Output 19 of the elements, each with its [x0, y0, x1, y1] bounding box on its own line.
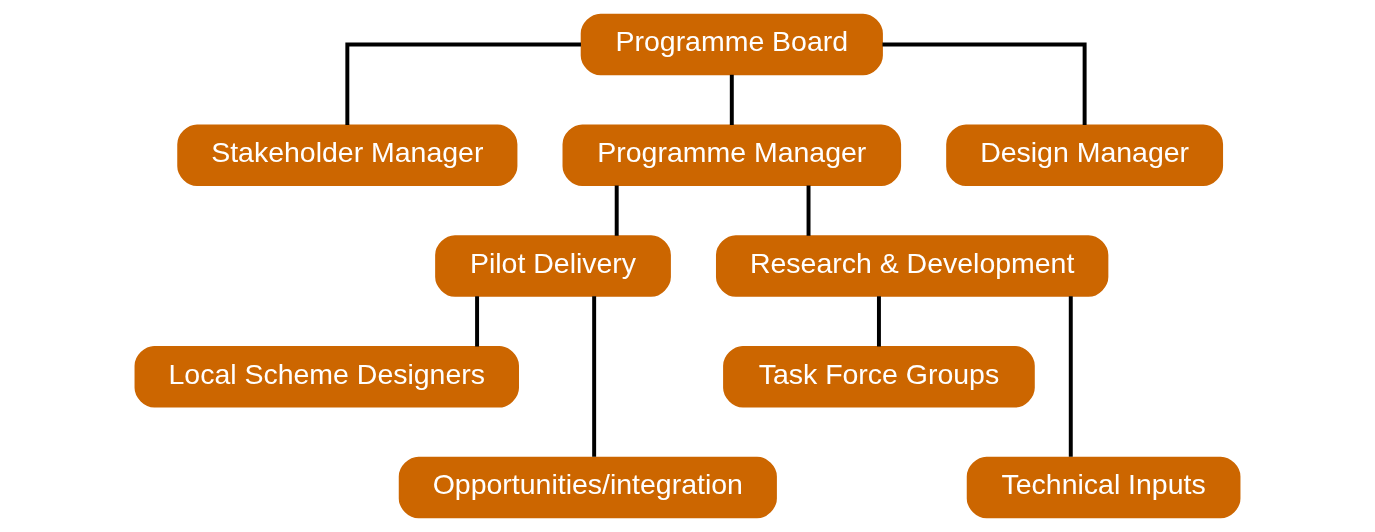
node-box: Research & Development	[716, 235, 1109, 297]
connector	[876, 296, 881, 347]
node-box: Programme Board	[580, 13, 883, 76]
node-box: Design Manager	[946, 124, 1224, 187]
connector	[592, 296, 597, 457]
connector	[729, 74, 734, 126]
node-box: Technical Inputs	[966, 456, 1241, 519]
connector	[882, 42, 1087, 125]
node-box: Opportunities/integration	[398, 456, 777, 519]
connector	[806, 185, 811, 236]
node-box: Programme Manager	[562, 124, 902, 187]
node-box: Stakeholder Manager	[177, 124, 518, 187]
connector	[1068, 296, 1073, 457]
node-box: Local Scheme Designers	[134, 345, 519, 408]
connector	[614, 185, 619, 236]
node-box: Task Force Groups	[723, 345, 1035, 408]
connector	[345, 42, 581, 125]
connector	[475, 296, 480, 347]
node-box: Pilot Delivery	[435, 235, 671, 297]
